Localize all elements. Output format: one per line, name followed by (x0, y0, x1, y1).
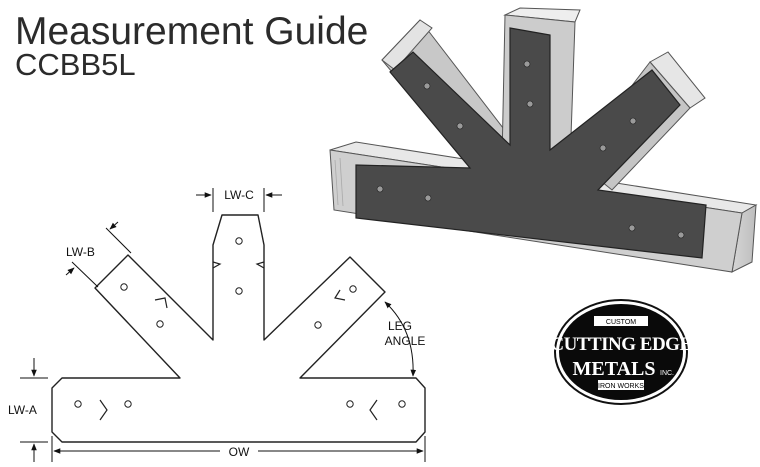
flat-plate-outline (51, 214, 426, 443)
plate-bolt-holes (376, 60, 685, 239)
model-number: CCBB5L (15, 47, 136, 82)
logo-inc: INC. (660, 370, 674, 377)
label-lw-b: LW-B (66, 245, 95, 259)
dimension-lines (20, 188, 426, 462)
logo-top-text: CUSTOM (606, 319, 636, 326)
label-angle: ANGLE (385, 334, 426, 348)
logo-line1: CUTTING EDGE (550, 334, 691, 355)
label-ow: OW (229, 445, 250, 459)
dimension-labels: LW-A OW LW-C LW-B LEG ANGLE (8, 188, 425, 459)
cutting-edge-metals-logo: CUSTOM CUTTING EDGE METALS INC. IRON WOR… (550, 299, 692, 405)
label-leg: LEG (388, 319, 412, 333)
outline-bolt-holes (74, 237, 406, 408)
bracket-3d-render (329, 7, 758, 273)
logo-line2: METALS (573, 358, 656, 380)
page-title: Measurement Guide (15, 10, 369, 53)
logo-bottom-text: IRON WORKS (598, 383, 644, 390)
label-lw-c: LW-C (224, 188, 254, 202)
steel-plate (355, 27, 707, 259)
label-lw-a: LW-A (8, 403, 37, 417)
